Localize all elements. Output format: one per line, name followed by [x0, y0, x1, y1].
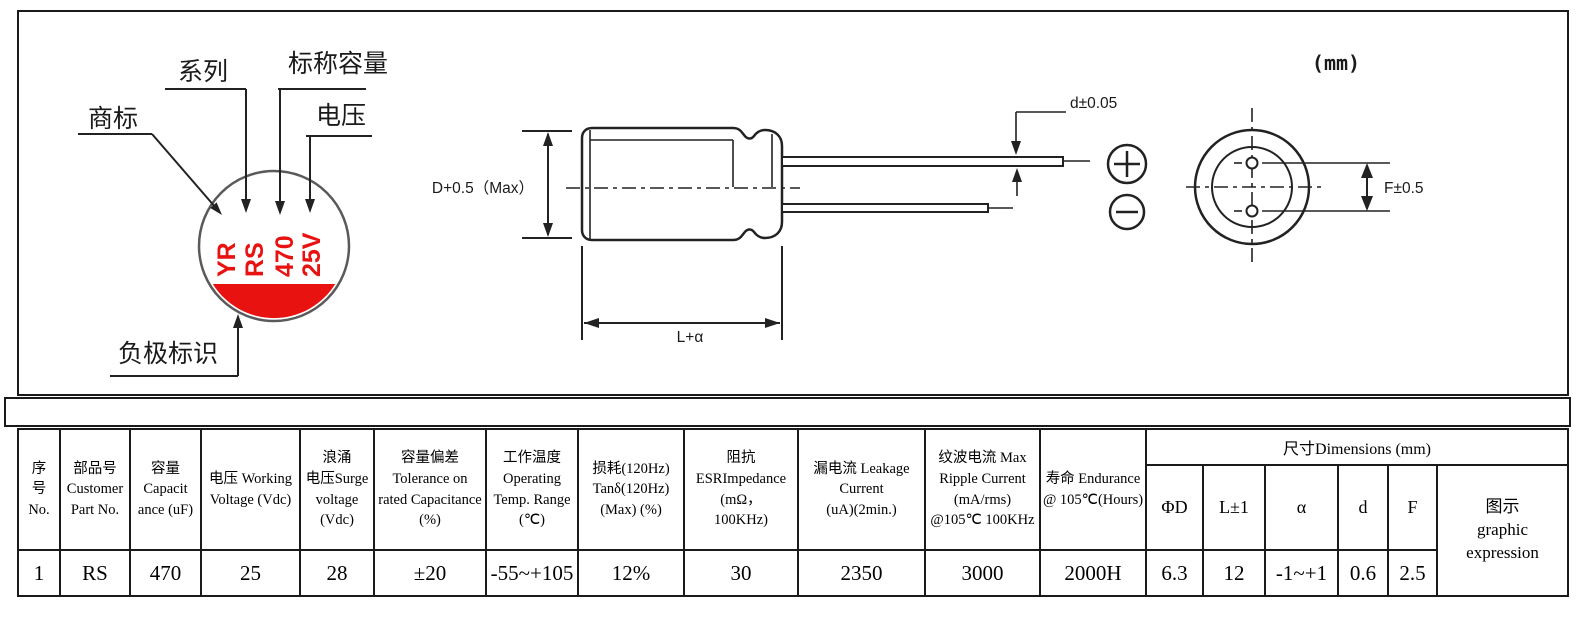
- header-working-voltage: 电压 Working Voltage (Vdc): [200, 428, 301, 551]
- nominal-capacity-text: 标称容量: [288, 50, 388, 78]
- header-dim-f: F: [1387, 464, 1438, 551]
- arrow-down-icon: [305, 199, 315, 213]
- value-part-no: RS: [59, 549, 131, 597]
- outer-case-circle: [1193, 128, 1311, 246]
- value-dim-f: 2.5: [1387, 549, 1438, 597]
- header-graphic-expression: 图示 graphic expression: [1435, 464, 1570, 597]
- negative-lead: [781, 203, 989, 213]
- length-dimension: L+α: [581, 246, 783, 346]
- inner-seal-circle: [1211, 146, 1293, 228]
- header-dim-d: d: [1337, 464, 1389, 551]
- capacitor-drawings: YR RS 470 25V 商标 系列 标称容量: [78, 50, 1424, 377]
- value-dim-alpha: -1~+1: [1264, 549, 1339, 597]
- lead-diameter-text: d±0.05: [1070, 95, 1117, 112]
- value-surge-voltage: 28: [299, 549, 375, 597]
- arrow-down-icon: [543, 223, 553, 237]
- value-tan-delta: 12%: [577, 549, 685, 597]
- header-surge-voltage: 浪涌 电压Surge voltage (Vdc): [299, 428, 375, 551]
- separator-strip: [4, 397, 1571, 427]
- arrow-left-icon: [584, 318, 599, 328]
- print-capacity: 470: [271, 235, 299, 277]
- arrow-down-icon: [1361, 196, 1373, 211]
- bottom-view-drawing: (mm) F±0.5: [1186, 51, 1424, 264]
- header-part-no: 部品号 Customer Part No.: [59, 428, 131, 551]
- voltage-text: 电压: [316, 102, 366, 130]
- arrow-down-icon: [1011, 141, 1021, 155]
- capacitor-body: [580, 126, 784, 242]
- arrow-right-icon: [765, 318, 780, 328]
- negative-mark-text: 负极标识: [118, 340, 218, 368]
- value-tolerance: ±20: [373, 549, 487, 597]
- arrow-down-icon: [275, 201, 285, 215]
- header-temp-range: 工作温度 Operating Temp. Range (℃): [485, 428, 579, 551]
- nominal-capacity-label: 标称容量: [275, 50, 388, 215]
- lead-hole-bottom: [1245, 204, 1259, 218]
- value-endurance: 2000H: [1039, 549, 1147, 597]
- header-dimensions-group: 尺寸Dimensions (mm): [1144, 428, 1570, 466]
- value-temp-range: -55~+105: [485, 549, 579, 597]
- header-tan-delta: 损耗(120Hz) Tanδ(120Hz) (Max) (%): [577, 428, 685, 551]
- length-dimension-text: L+α: [677, 329, 704, 346]
- diameter-dimension-text: D+0.5（Max）: [432, 180, 534, 197]
- arrow-up-icon: [543, 132, 553, 146]
- value-dim-l: 12: [1202, 549, 1266, 597]
- value-dim-phid: 6.3: [1145, 549, 1204, 597]
- value-capacitance: 470: [129, 549, 202, 597]
- header-dim-l: L±1: [1202, 464, 1266, 551]
- header-leakage-current: 漏电流 Leakage Current (uA)(2min.): [797, 428, 926, 551]
- print-voltage: 25V: [298, 232, 326, 277]
- side-view-drawing: D+0.5（Max） L+α: [432, 95, 1148, 346]
- value-no: 1: [17, 549, 61, 597]
- arrow-up-icon: [1361, 163, 1373, 178]
- spec-table: 序 号 No. 部品号 Customer Part No. 容量 Capacit…: [17, 428, 1570, 597]
- value-dim-d: 0.6: [1337, 549, 1389, 597]
- voltage-label: 电压: [305, 102, 372, 213]
- arrow-up-icon: [233, 314, 243, 328]
- header-endurance: 寿命 Endurance @ 105℃(Hours): [1039, 428, 1147, 551]
- marking-diagram: YR RS 470 25V 商标 系列 标称容量: [78, 50, 388, 377]
- header-tolerance: 容量偏差 Tolerance on rated Capacitance (%): [373, 428, 487, 551]
- header-dim-phid: ΦD: [1145, 464, 1204, 551]
- lead-hole-top: [1245, 156, 1259, 170]
- header-dim-alpha: α: [1264, 464, 1339, 551]
- trademark-label: 商标: [78, 105, 222, 215]
- series-label: 系列: [165, 58, 251, 213]
- value-leakage-current: 2350: [797, 549, 926, 597]
- value-working-voltage: 25: [200, 549, 301, 597]
- positive-lead: [781, 156, 1064, 167]
- lead-pitch-dimension: F±0.5: [1361, 163, 1424, 211]
- print-series: RS: [241, 242, 269, 277]
- value-ripple-current: 3000: [924, 549, 1041, 597]
- header-esr: 阻抗 ESRImpedance (mΩ， 100KHz): [683, 428, 799, 551]
- arrow-down-icon: [210, 202, 222, 215]
- positive-polarity-icon: [1106, 143, 1148, 185]
- trademark-text: 商标: [88, 105, 138, 133]
- negative-mark-label: 负极标识: [110, 314, 243, 377]
- arrow-up-icon: [1012, 168, 1022, 182]
- value-esr: 30: [683, 549, 799, 597]
- negative-polarity-icon: [1108, 193, 1146, 231]
- series-text: 系列: [178, 58, 228, 86]
- header-no: 序 号 No.: [17, 428, 61, 551]
- diameter-dimension: D+0.5（Max）: [432, 130, 572, 239]
- arrow-down-icon: [241, 199, 251, 213]
- header-capacitance: 容量 Capacit ance (uF): [129, 428, 202, 551]
- table-row: 1 RS 470 25 28 ±20 -55~+105 12% 30 2350 …: [17, 549, 1568, 597]
- lead-diameter-dimension: d±0.05: [1011, 95, 1117, 196]
- header-ripple-current: 纹波电流 Max Ripple Current (mA/rms) @105℃ 1…: [924, 428, 1041, 551]
- unit-note: (mm): [1312, 51, 1360, 75]
- negative-stripe: [212, 284, 336, 319]
- lead-pitch-text: F±0.5: [1384, 180, 1424, 197]
- print-brand: YR: [213, 242, 241, 277]
